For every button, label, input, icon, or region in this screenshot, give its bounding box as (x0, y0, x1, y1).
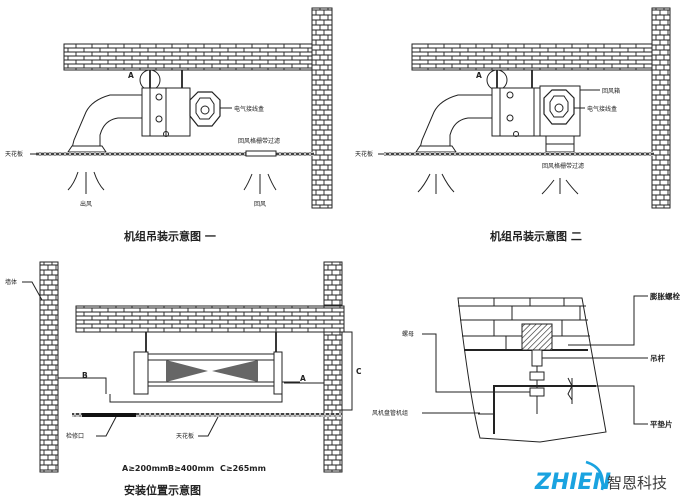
ceiling-slab (63, 43, 317, 71)
ceiling-panel (36, 152, 314, 156)
nut-bottom (529, 387, 545, 397)
motor-housing (543, 89, 575, 125)
label-ceiling: 天花板 (176, 432, 194, 440)
dimension-b: B≥400mm (168, 464, 214, 473)
expansion-bolt (521, 323, 553, 351)
fan-coil-unit (491, 87, 541, 137)
fan-blade-right (212, 360, 258, 382)
label-flat-washer: 平垫片 (650, 419, 673, 429)
diagram-bolt-detail: 膨胀螺栓 螺母 吊杆 风机盘管机组 平垫片 (372, 291, 680, 443)
label-access-port: 检修口 (66, 432, 84, 440)
label-electrical-box: 电气接线盒 (587, 105, 617, 113)
dimension-a: A≥200mm (122, 464, 168, 473)
brick-wall-right (323, 261, 343, 473)
dimension-c: C≥265mm (220, 464, 266, 473)
label-fan-coil-plate: 风机盘管机组 (372, 409, 408, 417)
label-b: B (82, 371, 88, 380)
fan-coil-bracket (493, 385, 596, 434)
label-electrical-box: 电气接线盒 (234, 105, 264, 113)
return-airflow-arrows (541, 178, 579, 195)
label-nut: 螺母 (402, 330, 414, 338)
diagram-hanging-2: A 回风箱 电气接线盒 天花板 回风格栅带过滤 机组吊装示意图 二 (355, 7, 671, 243)
label-ceiling: 天花板 (5, 150, 23, 158)
access-port (82, 413, 136, 417)
supply-duct (419, 94, 493, 149)
label-rod: 吊杆 (650, 353, 665, 363)
diagram-hanging-1: A 电气接线盒 天花板 回风格栅带过滤 出风 回风 机组吊装示意图 一 (5, 7, 333, 243)
logo-text-cn: 智恩科技 (607, 474, 668, 492)
ceiling-panel (72, 413, 342, 417)
return-airflow-arrows (243, 173, 277, 194)
supply-airflow-arrows (67, 171, 105, 194)
ceiling-slab (75, 305, 345, 333)
title-hanging-2: 机组吊装示意图 二 (490, 229, 582, 243)
title-install-position: 安装位置示意图 (124, 483, 201, 497)
title-hanging-1: 机组吊装示意图 一 (124, 229, 216, 243)
label-a: A (300, 374, 306, 383)
motor-housing (189, 91, 221, 127)
label-return-air: 回风 (254, 201, 266, 208)
label-a: A (476, 71, 482, 80)
label-c: C (356, 367, 362, 376)
brick-wall (311, 7, 333, 209)
label-supply-air: 出风 (80, 200, 92, 208)
brick-wall-left (39, 261, 59, 473)
supply-airflow-arrows (417, 173, 455, 194)
nut-top (529, 371, 545, 381)
return-grille (245, 150, 277, 157)
label-ceiling: 天花板 (355, 150, 373, 158)
logo-text: ZHIEN (535, 470, 611, 495)
ceiling-panel (384, 152, 654, 156)
label-return-grille: 回风格栅带过滤 (542, 162, 584, 170)
fan-blade-left (166, 360, 208, 382)
label-a: A (128, 71, 134, 80)
label-return-grille: 回风格栅带过滤 (238, 137, 280, 145)
hanger-rod (531, 349, 543, 367)
brick-wall (651, 7, 671, 209)
ceiling-slab (411, 43, 665, 71)
label-expansion-bolt: 膨胀螺栓 (649, 291, 680, 301)
label-return-box: 回风箱 (602, 87, 620, 95)
label-wall: 墙体 (5, 278, 17, 286)
diagram-install-position: 墙体 B A C 检修口 天花板 A≥200mm B≥400mm C≥265mm… (5, 261, 362, 497)
supply-duct (71, 94, 143, 149)
logo-swoosh-icon (585, 460, 604, 491)
